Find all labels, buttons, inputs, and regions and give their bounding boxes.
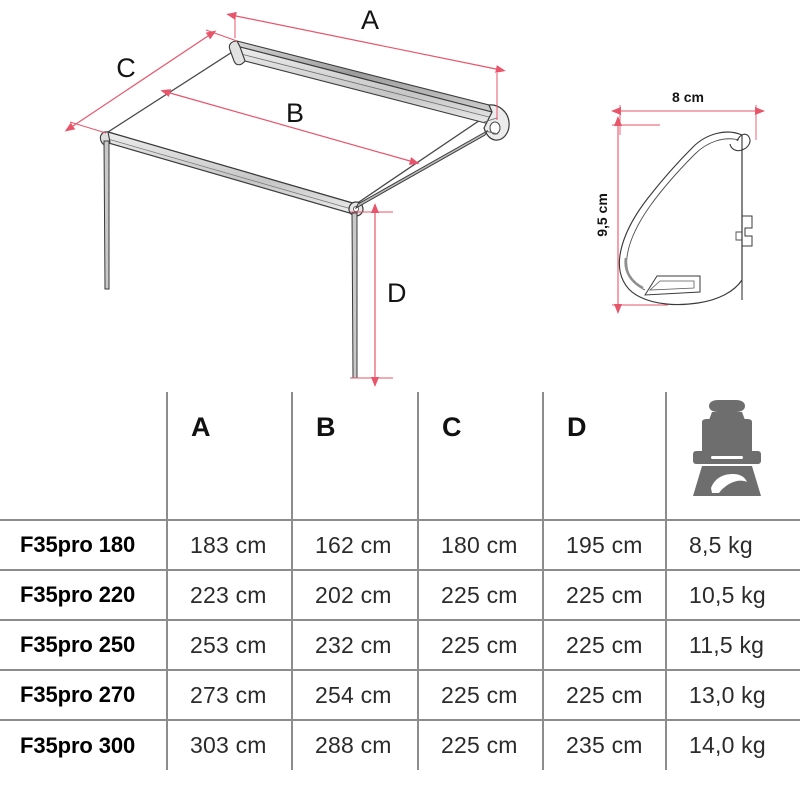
row-dimension-c: 225 cm (417, 670, 543, 721)
cross-section-group: 8 cm 9,5 cm (594, 89, 765, 314)
table-header-c: C (417, 392, 543, 521)
weight-scale-base-cutout (711, 474, 747, 493)
row-model-name: F35pro 220 (0, 570, 167, 621)
dimension-d-group: D (350, 203, 407, 387)
dimension-b-group: B (160, 89, 420, 165)
cross-section-width-label: 8 cm (672, 89, 704, 105)
row-model-name: F35pro 180 (0, 520, 167, 571)
row-dimension-c: 180 cm (417, 520, 543, 571)
table-row: F35pro 180 183 cm 162 cm 180 cm 195 cm 8… (0, 520, 800, 571)
dimension-c-extension-top (205, 29, 238, 42)
row-dimension-d: 225 cm (542, 570, 666, 621)
weight-scale-knob (709, 400, 745, 412)
table-row: F35pro 220 223 cm 202 cm 225 cm 225 cm 1… (0, 570, 800, 621)
specification-table-container: A B C D (0, 392, 800, 800)
table-header-weight (665, 392, 800, 521)
row-dimension-b: 254 cm (291, 670, 418, 721)
row-dimension-c: 225 cm (417, 620, 543, 671)
row-dimension-d: 225 cm (542, 670, 666, 721)
row-dimension-a: 253 cm (166, 620, 292, 671)
row-dimension-a: 223 cm (166, 570, 292, 621)
cross-section-rail-bracket (742, 215, 753, 247)
row-weight: 13,0 kg (665, 670, 800, 721)
weight-scale-platform-slot (711, 456, 743, 459)
awning-head-pivot-icon (489, 121, 501, 135)
weight-scale-icon (667, 392, 800, 505)
table-header-a-label: A (191, 412, 211, 442)
table-header-b-label: B (316, 412, 336, 442)
dimension-c-group: C (64, 29, 238, 134)
row-dimension-c: 225 cm (417, 570, 543, 621)
row-dimension-a: 183 cm (166, 520, 292, 571)
row-weight: 8,5 kg (665, 520, 800, 571)
table-header-d: D (542, 392, 666, 521)
row-dimension-d: 195 cm (542, 520, 666, 571)
row-weight: 11,5 kg (665, 620, 800, 671)
row-model-name: F35pro 270 (0, 670, 167, 721)
cross-section-rail-lip (735, 231, 742, 241)
row-model-name: F35pro 300 (20, 732, 136, 758)
specification-table: A B C D (0, 392, 800, 770)
awning-body-group (99, 40, 510, 379)
cross-section-height-label: 9,5 cm (594, 193, 610, 237)
row-model-name: F35pro 250 (0, 620, 167, 671)
row-dimension-a: 273 cm (166, 670, 292, 721)
table-header-a: A (166, 392, 292, 521)
awning-left-support-leg (103, 140, 110, 290)
table-row: F35pro 270 273 cm 254 cm 225 cm 225 cm 1… (0, 670, 800, 721)
weight-scale-body (702, 419, 752, 451)
dimension-c-line (64, 30, 217, 132)
dimension-b-line (160, 89, 420, 165)
table-row: F35pro 300 303 cm 288 cm 225 cm 235 cm 1… (0, 720, 800, 770)
row-dimension-b: 232 cm (291, 620, 418, 671)
row-dimension-a: 303 cm (166, 720, 292, 770)
dimension-d-label: D (387, 278, 407, 308)
technical-drawing-area: A C B D (0, 0, 800, 392)
table-header-row: A B C D (0, 392, 800, 521)
weight-scale-neck (709, 412, 745, 420)
table-header-b: B (291, 392, 418, 521)
table-header-c-label: C (442, 412, 462, 442)
row-dimension-d: 225 cm (542, 620, 666, 671)
awning-drawing-svg: A C B D (64, 5, 765, 387)
row-weight: 14,0 kg (665, 720, 800, 770)
cross-section-fabric-slot (624, 257, 644, 290)
awning-roller-bar-seam (107, 138, 356, 211)
dimension-a-group: A (226, 5, 506, 120)
row-dimension-d: 235 cm (542, 720, 666, 770)
dimension-c-label: C (116, 53, 136, 83)
row-dimension-b: 162 cm (291, 520, 418, 571)
table-body: F35pro 180 183 cm 162 cm 180 cm 195 cm 8… (0, 520, 800, 770)
row-dimension-b: 288 cm (291, 720, 418, 770)
dimension-a-line (226, 12, 506, 73)
cross-section-bottom-rail-inner (648, 280, 695, 291)
row-dimension-b: 202 cm (291, 570, 418, 621)
row-weight: 10,5 kg (665, 570, 800, 621)
dimension-b-label: B (286, 98, 304, 128)
table-header-d-label: D (567, 412, 587, 442)
cross-section-hook-icon (729, 133, 751, 152)
awning-right-support-leg (351, 212, 358, 379)
table-row: F35pro 250 253 cm 232 cm 225 cm 225 cm 1… (0, 620, 800, 671)
awning-support-arm (354, 129, 489, 210)
table-header-model (0, 392, 167, 521)
dimension-c-extension-bottom (69, 121, 107, 134)
row-dimension-c: 225 cm (417, 720, 543, 770)
weight-scale-icon-svg (693, 400, 761, 496)
dimension-a-label: A (361, 5, 379, 35)
